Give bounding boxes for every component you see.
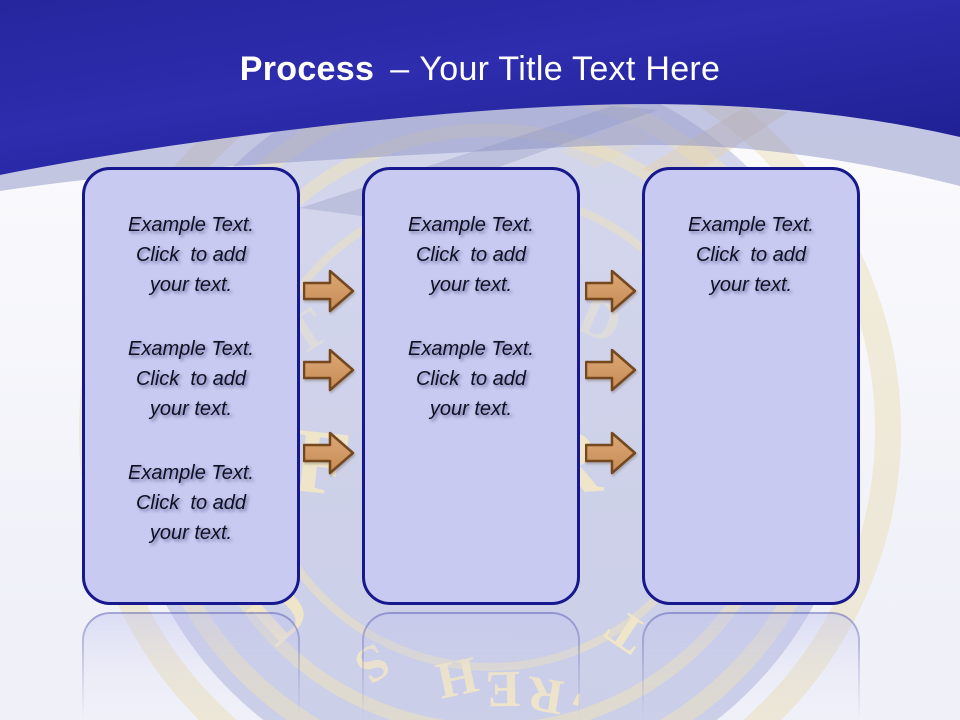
arrow-right-icon	[303, 431, 355, 475]
slide-title: Process–Your Title Text Here	[0, 50, 960, 89]
arrow-right-icon	[303, 269, 355, 313]
arrow-right-icon	[585, 269, 637, 313]
title-separator: –	[390, 50, 410, 88]
title-text: Your Title Text Here	[419, 50, 721, 88]
box-reflection	[82, 612, 300, 718]
arrow-right-icon	[585, 348, 637, 392]
header-curve-band	[0, 104, 960, 191]
box-reflection	[642, 612, 860, 718]
arrow-right-icon	[585, 431, 637, 475]
box-reflection	[362, 612, 580, 718]
header-curve	[0, 0, 960, 175]
title-keyword: Process	[239, 50, 375, 88]
arrow-right-icon	[303, 348, 355, 392]
